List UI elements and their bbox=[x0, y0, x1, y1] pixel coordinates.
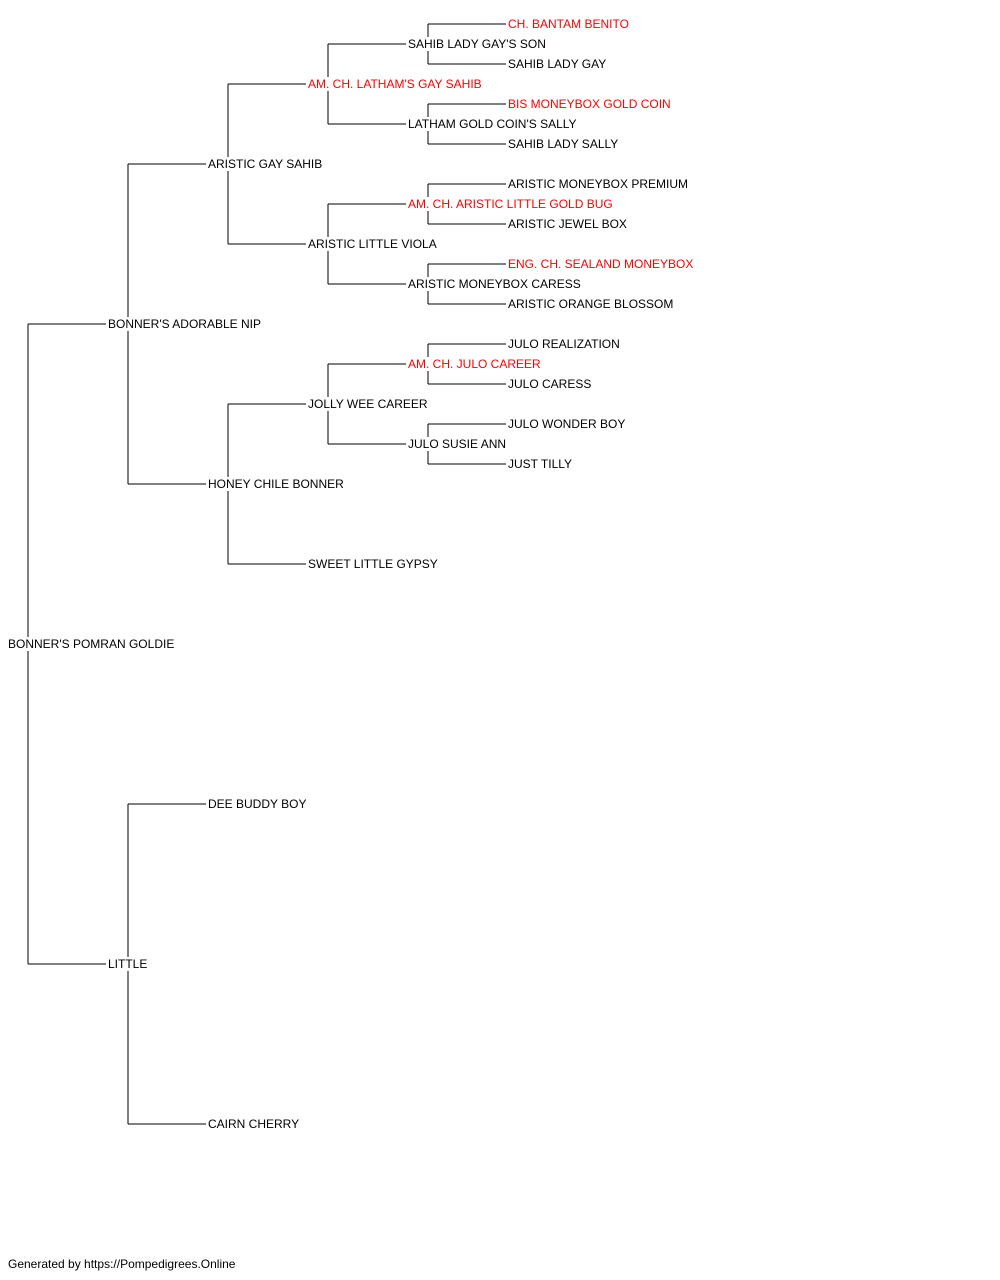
gen3-sire-name: JOLLY WEE CAREER bbox=[308, 397, 430, 411]
gen4-dam-name: JULO SUSIE ANN bbox=[408, 437, 509, 451]
gen1-dam-name: LITTLE bbox=[108, 957, 150, 971]
gen4-sire-name: SAHIB LADY GAY'S SON bbox=[408, 37, 548, 51]
gen2-sire-name: ARISTIC GAY SAHIB bbox=[208, 157, 325, 171]
gen2-dam-name: HONEY CHILE BONNER bbox=[208, 477, 346, 491]
gen5-sire-name: CH. BANTAM BENITO bbox=[508, 17, 631, 31]
gen4-sire-name: AM. CH. ARISTIC LITTLE GOLD BUG bbox=[408, 197, 615, 211]
gen4-dam-name: ARISTIC MONEYBOX CARESS bbox=[408, 277, 583, 291]
subject-dog-name: BONNER'S POMRAN GOLDIE bbox=[8, 637, 177, 651]
gen5-sire-name: JULO REALIZATION bbox=[508, 337, 622, 351]
gen5-sire-name: JULO WONDER BOY bbox=[508, 417, 628, 431]
gen5-dam-name: ARISTIC JEWEL BOX bbox=[508, 217, 629, 231]
gen5-sire-name: ENG. CH. SEALAND MONEYBOX bbox=[508, 257, 696, 271]
gen4-sire-name: AM. CH. JULO CAREER bbox=[408, 357, 543, 371]
gen5-sire-name: ARISTIC MONEYBOX PREMIUM bbox=[508, 177, 691, 191]
gen3-dam-name: ARISTIC LITTLE VIOLA bbox=[308, 237, 439, 251]
gen2-dam-name: CAIRN CHERRY bbox=[208, 1117, 302, 1131]
gen5-sire-name: BIS MONEYBOX GOLD COIN bbox=[508, 97, 673, 111]
gen1-sire-name: BONNER'S ADORABLE NIP bbox=[108, 317, 263, 331]
gen5-dam-name: JULO CARESS bbox=[508, 377, 594, 391]
gen5-dam-name: SAHIB LADY GAY bbox=[508, 57, 609, 71]
gen4-dam-name: LATHAM GOLD COIN'S SALLY bbox=[408, 117, 579, 131]
gen5-dam-name: JUST TILLY bbox=[508, 457, 575, 471]
gen3-sire-name: AM. CH. LATHAM'S GAY SAHIB bbox=[308, 77, 484, 91]
gen5-dam-name: ARISTIC ORANGE BLOSSOM bbox=[508, 297, 676, 311]
gen2-sire-name: DEE BUDDY BOY bbox=[208, 797, 309, 811]
footer-credit: Generated by https://Pompedigrees.Online bbox=[8, 1257, 236, 1271]
gen3-dam-name: SWEET LITTLE GYPSY bbox=[308, 557, 440, 571]
gen5-dam-name: SAHIB LADY SALLY bbox=[508, 137, 621, 151]
